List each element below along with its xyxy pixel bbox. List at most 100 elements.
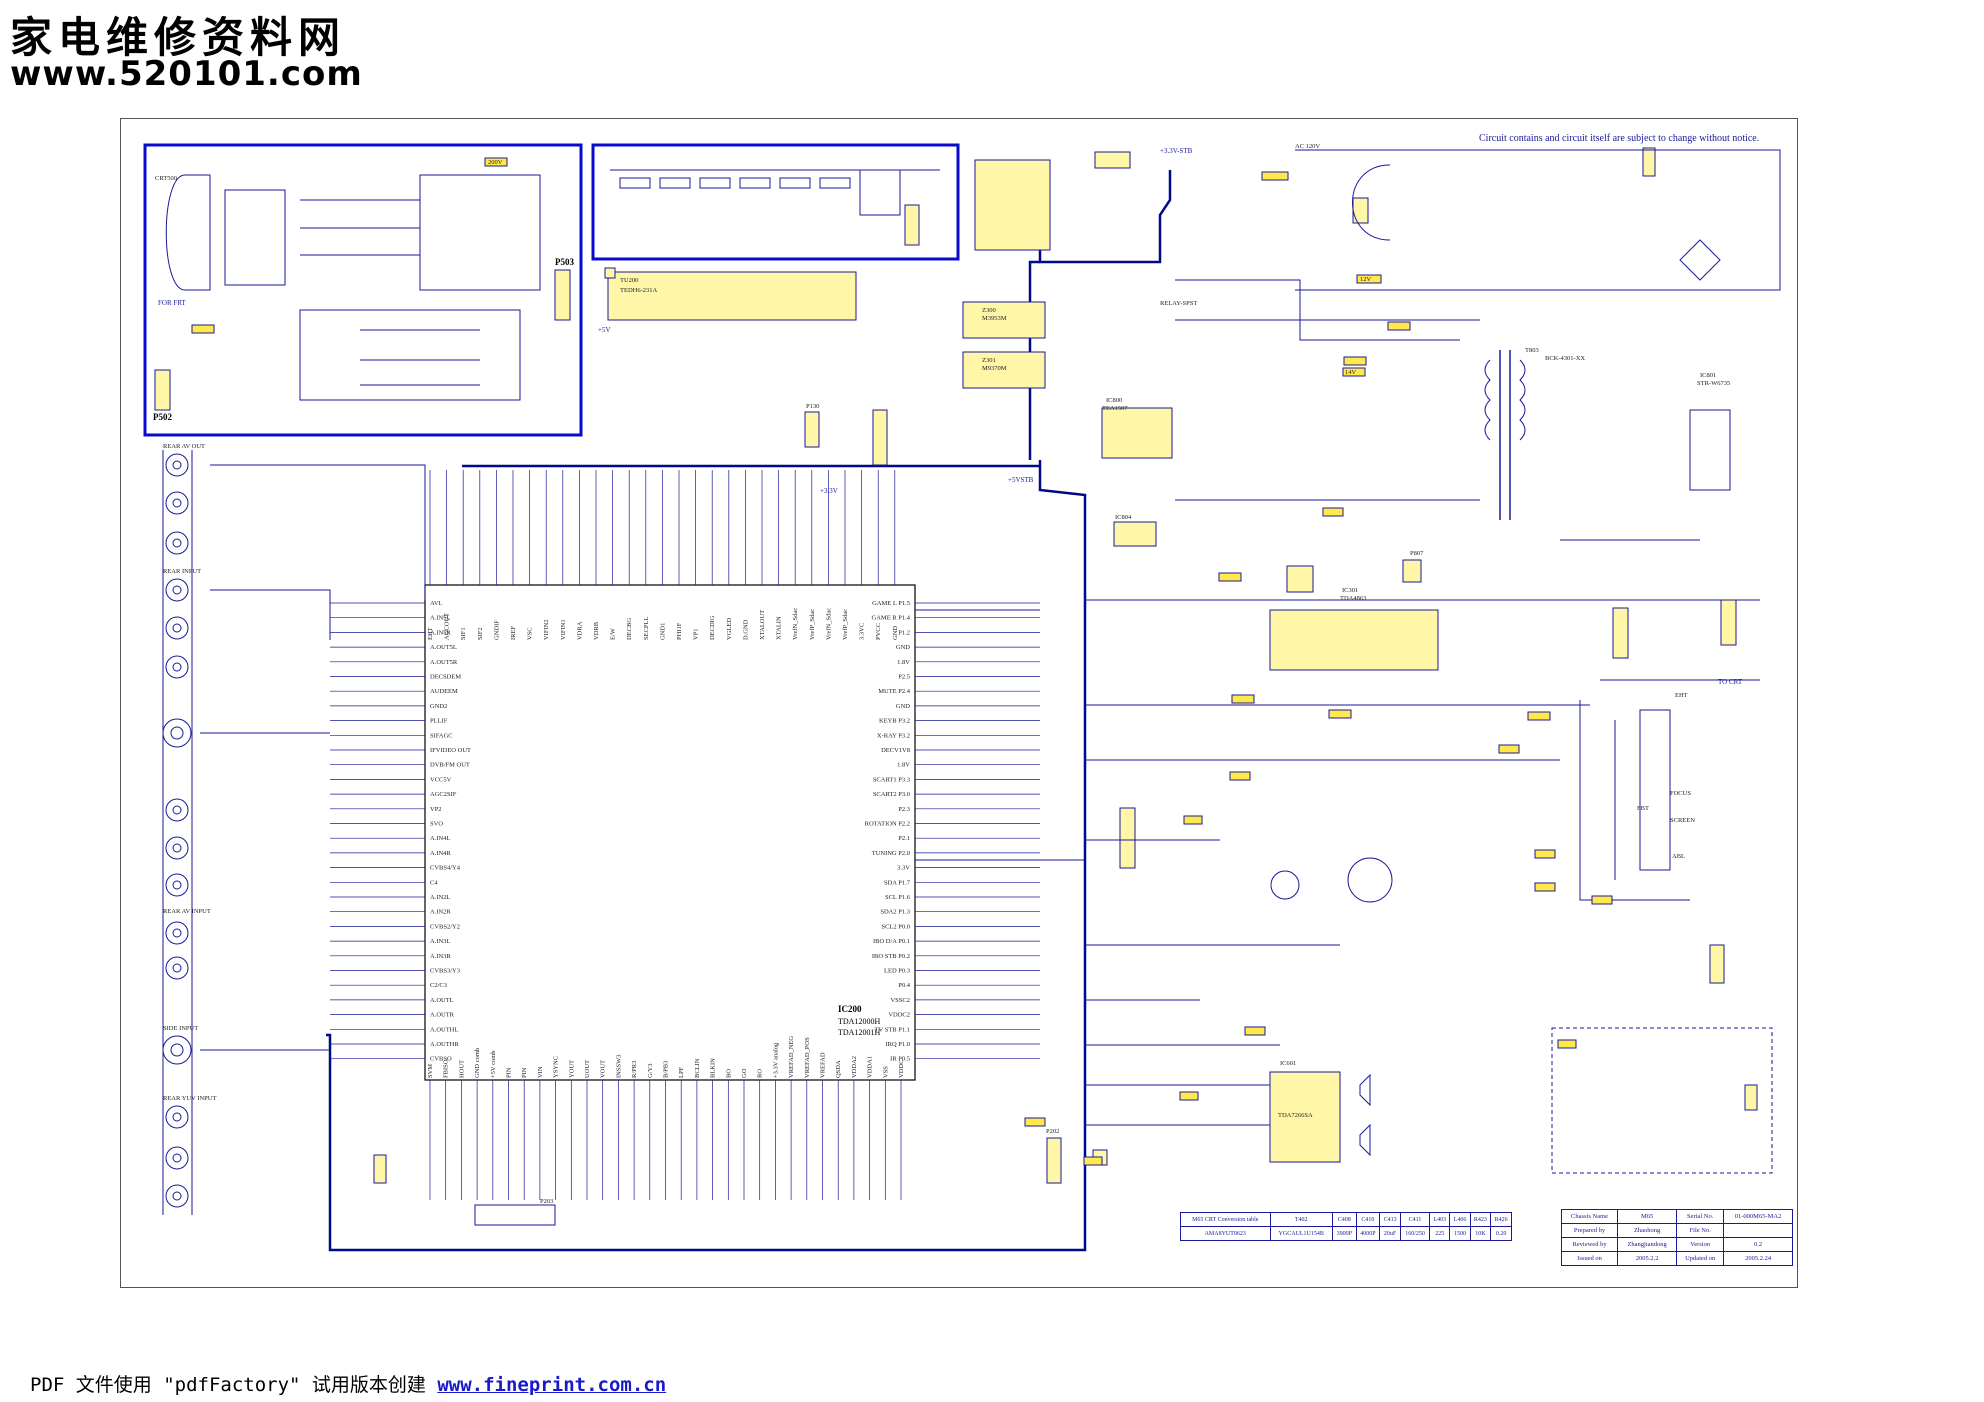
title-block-cell: Zhangjiandong <box>1617 1237 1678 1252</box>
for-frt-label: FOR FRT <box>158 299 187 307</box>
ic200-left-pin: A.OUTR <box>430 1012 455 1019</box>
ic200-bottom-pin: YSYNC <box>553 1056 560 1078</box>
title-block-cell: Zhaohong <box>1617 1223 1678 1238</box>
relay-label: RELAY-SPST <box>1160 300 1197 307</box>
p202-label: P202 <box>1046 1128 1059 1135</box>
ic200-right-pin: GND <box>896 703 910 710</box>
ic200-right-pin: GAME L P1.5 <box>872 600 910 607</box>
ic200-top-pin: VDRA <box>576 621 583 640</box>
z301-label: Z301 <box>982 357 996 364</box>
tuner-body <box>607 271 857 321</box>
ic200-top-pin: GNDIF <box>493 620 500 640</box>
ic200-bottom-pin: VREFAD <box>820 1052 827 1078</box>
ic200-bottom-pin: BLKIN <box>710 1058 717 1078</box>
ic200-bottom-pin: UOUT <box>584 1060 591 1078</box>
ic200-right-pin: P0.4 <box>898 982 910 989</box>
footer-link[interactable]: www.fineprint.com.cn <box>437 1374 667 1396</box>
title-block-cell: 2005.2.2 <box>1617 1251 1678 1266</box>
saw-filter-z300 <box>962 301 1046 339</box>
ic200-bottom-pin: VSS <box>882 1066 889 1078</box>
ic200-left-pin: DVB/FM OUT <box>430 762 470 769</box>
ic200-top-pin: 3.3VC <box>859 623 866 640</box>
ic200-right-pin: IBO D/A P0.1 <box>873 938 910 945</box>
ic804-label: IC804 <box>1115 514 1132 521</box>
bom-header-cell: L406 <box>1449 1212 1471 1227</box>
rear-av-input-label: REAR AV INPUT <box>163 908 211 915</box>
ic200-top-pin: IREF <box>510 626 517 640</box>
rear-input-label: REAR INPUT <box>163 568 201 575</box>
crt-neck-socket <box>165 174 211 291</box>
ic200-left-pin: DECSDEM <box>430 674 461 681</box>
bom-cell: 4000P <box>1355 1226 1381 1241</box>
ic800-label: IC800 <box>1106 397 1122 404</box>
ic301-label: IC301 <box>1342 587 1358 594</box>
ic200-right-pin: GND <box>896 644 910 651</box>
ic200-bottom-pin: FBISO <box>443 1059 450 1078</box>
ic200-right-pin: SDA P1.7 <box>884 879 911 886</box>
ic200-top-pin: XTALIN <box>776 616 783 640</box>
ic200-label: IC200 <box>838 1004 862 1014</box>
ic200-left-pin: GND2 <box>430 703 447 710</box>
ic801-label: IC801 <box>1700 372 1716 379</box>
ic200-left-pin: A.IN4L <box>430 835 450 842</box>
ic200-left-pin: A.IN2L <box>430 894 450 901</box>
ic200-bottom-pin: QSDA <box>835 1060 842 1078</box>
z300-part: M3953M <box>982 315 1007 322</box>
bom-cell: 10K <box>1469 1226 1492 1241</box>
ic200-bottom-pin: G/Y3 <box>647 1064 654 1078</box>
ic200-right-pin: SCL2 P0.0 <box>881 923 910 930</box>
to-crt-label: TO CRT <box>1718 678 1743 686</box>
bom-header-cell: C411 <box>1399 1212 1431 1227</box>
ic200-left-pin: AUDEEM <box>430 688 458 695</box>
ic200-bottom-pin: SVM <box>427 1064 434 1078</box>
bom-header-cell: R423 <box>1469 1212 1492 1227</box>
ic200-left-pin: CVBSO <box>430 1056 452 1063</box>
ic200-right-pin: KEYB P3.2 <box>879 718 910 725</box>
tuner-part: TEDH6-231A <box>620 287 657 294</box>
bom-header-cell: L403 <box>1429 1212 1451 1227</box>
ic200-bottom-pin: PIN <box>521 1067 528 1078</box>
bck-label: BCK-4301-XX <box>1545 355 1585 362</box>
bom-header-cell: C413 <box>1379 1212 1401 1227</box>
ic200-bottom-pin: YOUT <box>568 1060 575 1078</box>
title-block-cell: M65 <box>1617 1209 1678 1224</box>
ic200-part2: TDA12001H <box>838 1028 880 1037</box>
ic800-body <box>1101 407 1173 459</box>
abl-label: ABL <box>1672 853 1685 860</box>
ic200-left-pin: AGC2SIF <box>430 791 457 798</box>
ic200-part1: TDA12000H <box>838 1017 880 1026</box>
ic200-top-pin: VIFIN2 <box>543 619 550 640</box>
ic200-right-pin: IR P0.5 <box>890 1056 910 1063</box>
bom-cell: 160/250 <box>1399 1226 1431 1241</box>
title-block-cell: Issued on <box>1560 1251 1619 1266</box>
ic200-bottom-pin: HOUT <box>458 1060 465 1078</box>
ic200-left-pin: A.OUT5L <box>430 644 457 651</box>
ic200-left-pin: VCC5V <box>430 776 452 783</box>
ic200-left-pin: CVBS3/Y3 <box>430 968 460 975</box>
ic200-bottom-pin: VREFAD_NEG <box>788 1036 795 1078</box>
ic200-bottom-pin: LPF <box>678 1066 685 1078</box>
ic200-bottom-pin: VDDA2 <box>851 1056 858 1078</box>
ic200-top-pin: AGCOUT <box>444 613 451 640</box>
bom-cell: 3900P <box>1331 1226 1357 1241</box>
bom-header-cell: C408 <box>1331 1212 1357 1227</box>
ic601-label: IC601 <box>1280 1060 1296 1067</box>
ic200-top-pin: DECBG <box>626 618 633 640</box>
p503-label: P503 <box>555 257 574 267</box>
ic200-right-pin: SCL P1.6 <box>885 894 911 901</box>
ic200-left-pin: AVL <box>430 600 443 607</box>
ic200-bottom-pin: VDDA1 <box>867 1056 874 1078</box>
watermark-line2: www.520101.com <box>10 54 363 94</box>
ic301-body <box>1269 609 1439 671</box>
ic200-left-pin: A.OUT5R <box>430 659 458 666</box>
bom-cell: 1500 <box>1449 1226 1471 1241</box>
tuner-label: TU200 <box>620 277 638 284</box>
bom-cell: 225 <box>1429 1226 1451 1241</box>
watermark-line1: 家电维修资料网 <box>10 13 347 62</box>
ic200-left-pin: SIFAGC <box>430 732 453 739</box>
